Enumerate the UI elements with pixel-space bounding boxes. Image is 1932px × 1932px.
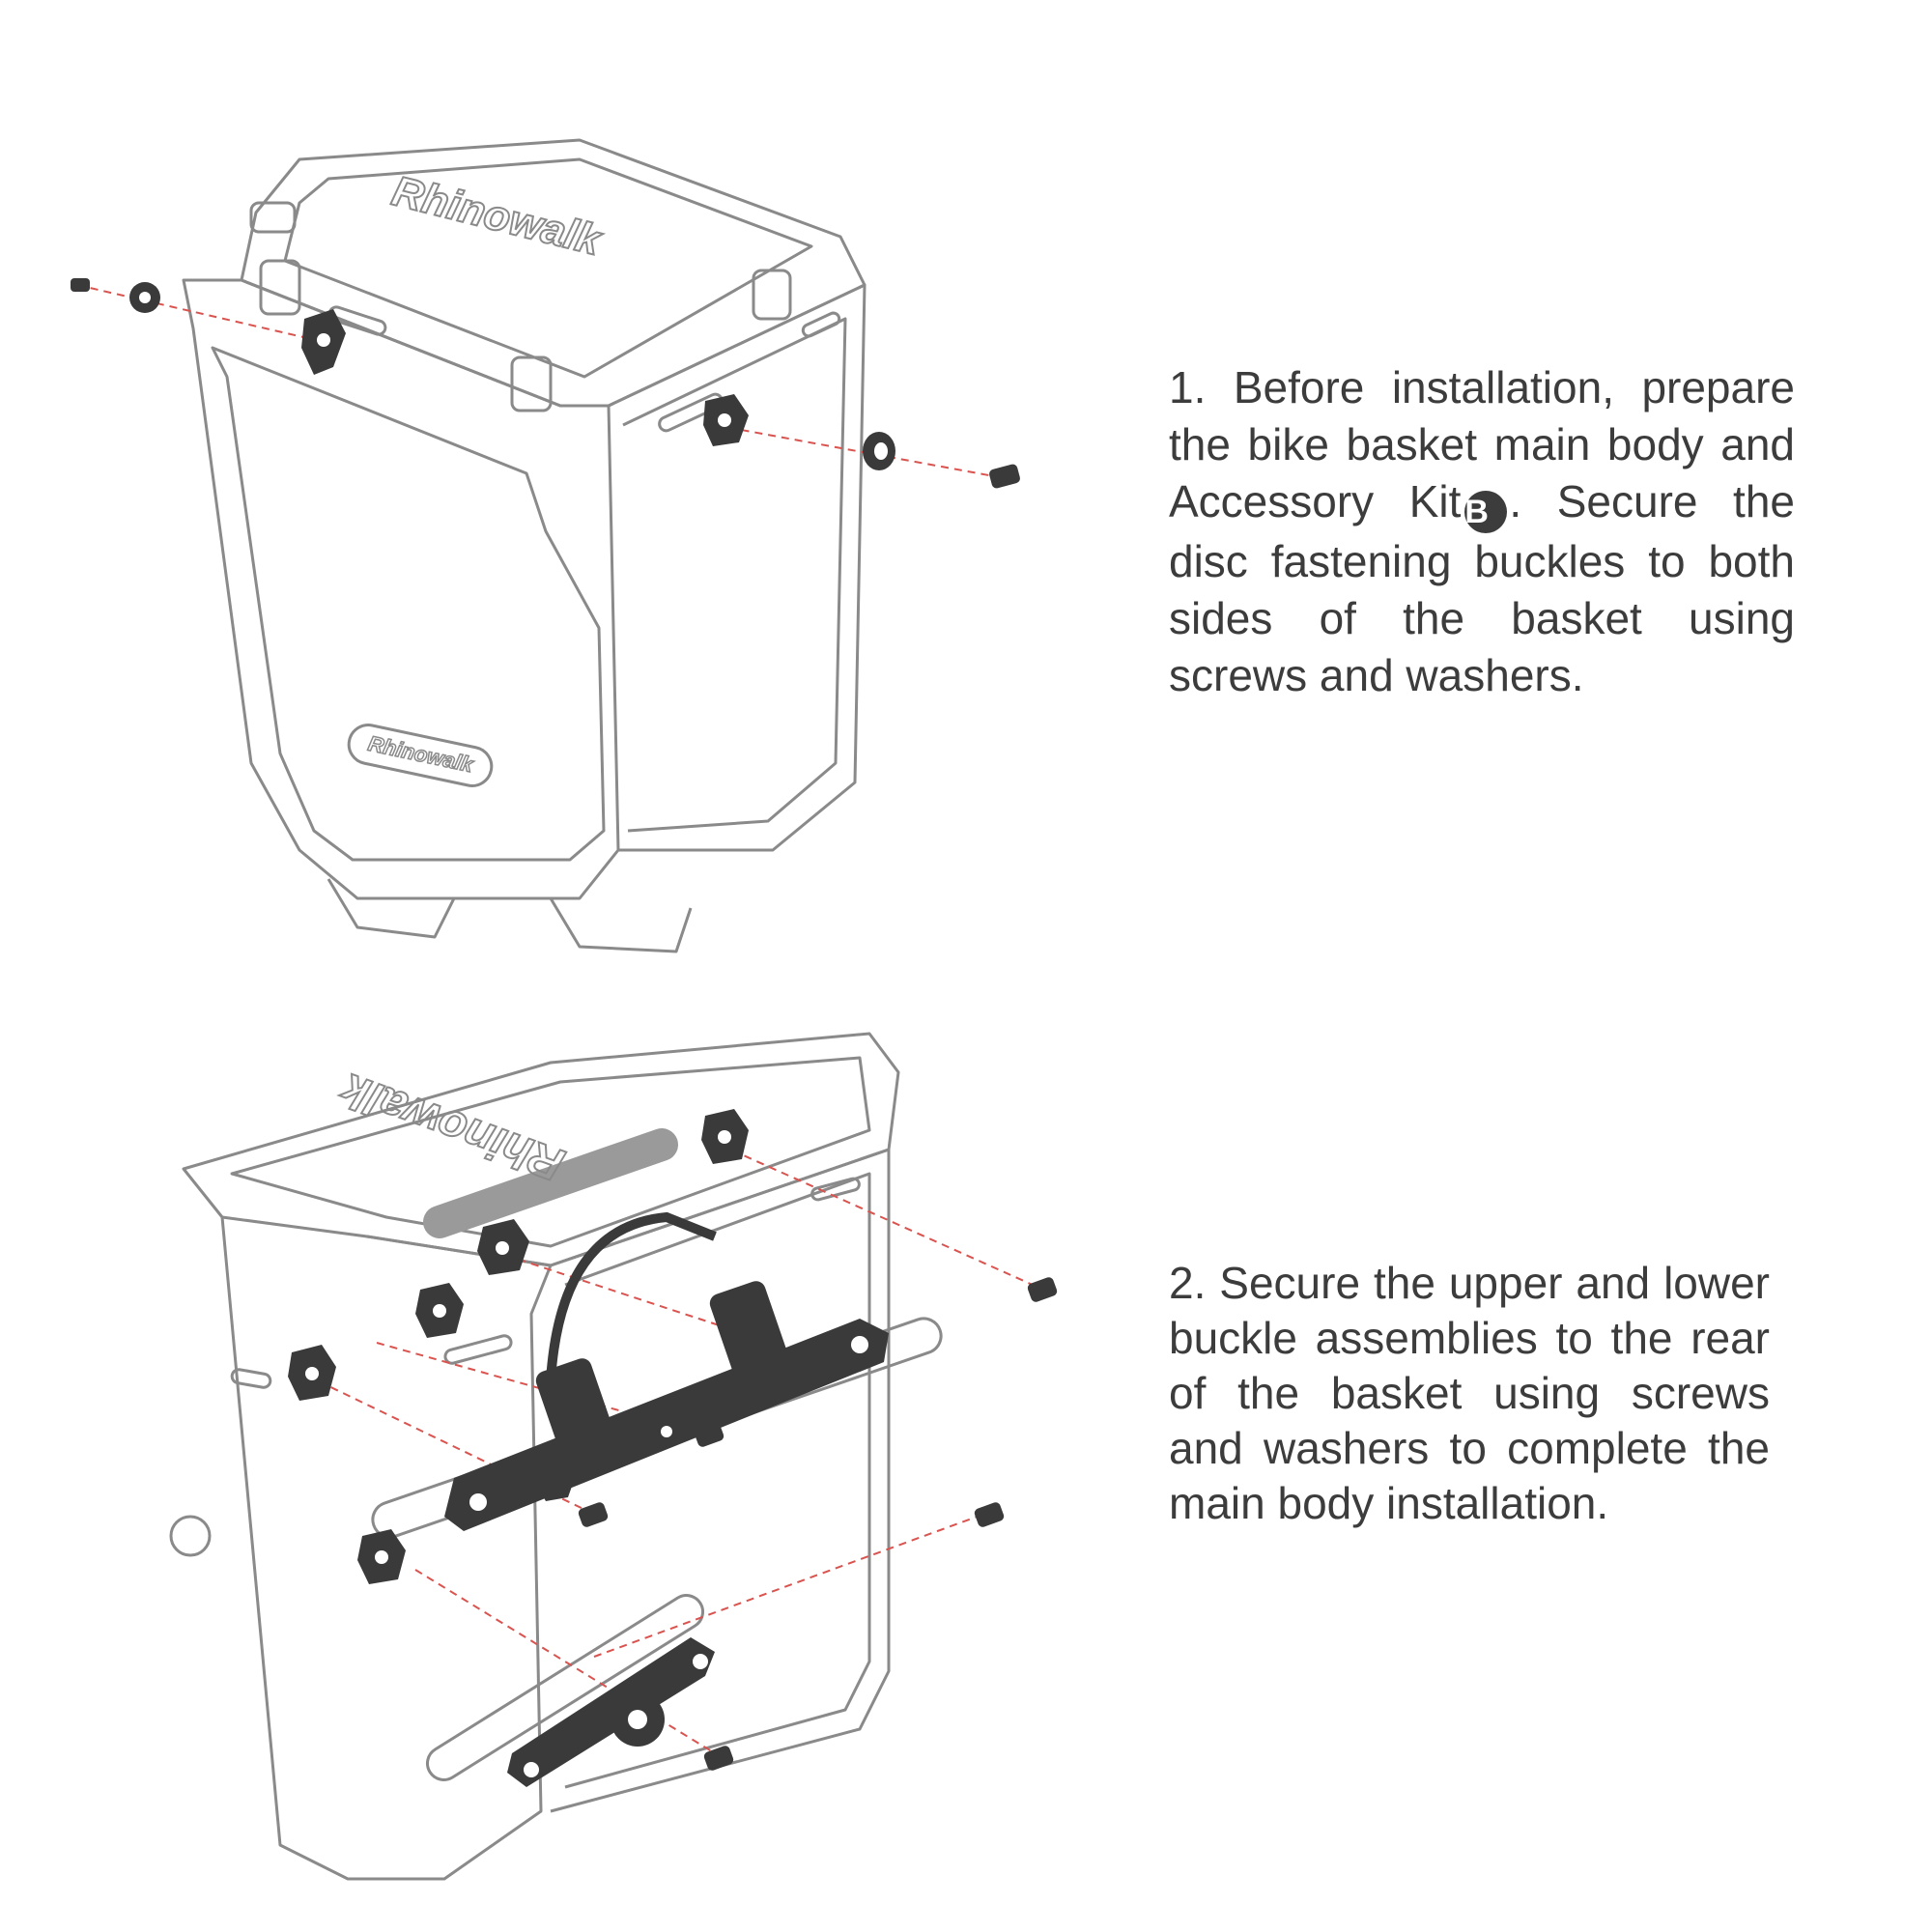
step1-text-after: . Secure the disc fastening buckles to b… bbox=[1169, 476, 1795, 700]
left-buckle-assembly bbox=[71, 278, 346, 375]
screw-1 bbox=[1027, 1277, 1058, 1302]
basket-body bbox=[182, 278, 620, 900]
upper-buckle-left bbox=[535, 1358, 624, 1482]
carry-handle-grip bbox=[423, 1128, 678, 1238]
right-buckle-assembly bbox=[703, 394, 1020, 489]
step2-instruction: 2. Secure the upper and lower buckle ass… bbox=[1169, 1256, 1770, 1531]
screw-3 bbox=[694, 1422, 724, 1447]
screw-4 bbox=[578, 1502, 609, 1527]
step1-basket-diagram: Rhinowalk Rhinowalk bbox=[71, 138, 1020, 953]
lower-buckle-bar bbox=[507, 1637, 715, 1787]
upper-loop-strap bbox=[546, 1211, 717, 1382]
lid-logo: Rhinowalk bbox=[387, 167, 608, 265]
screw-6 bbox=[703, 1746, 734, 1771]
left-screw bbox=[71, 278, 90, 292]
upper-buckle-right bbox=[709, 1281, 798, 1405]
rear-basket-body bbox=[182, 1168, 553, 1881]
side-knob bbox=[169, 1515, 212, 1557]
front-logo: Rhinowalk bbox=[366, 731, 477, 778]
screw-5 bbox=[974, 1502, 1005, 1527]
step1-text-before: 1. Before installation, prepare the bike… bbox=[1169, 362, 1795, 526]
step2-text: 2. Secure the upper and lower buckle ass… bbox=[1169, 1258, 1770, 1528]
screw-2 bbox=[800, 1345, 831, 1370]
step2-basket-diagram: Rhinowalk bbox=[169, 1032, 1058, 1881]
screws bbox=[578, 1277, 1058, 1771]
step1-instruction: 1. Before installation, prepare the bike… bbox=[1169, 359, 1795, 704]
rear-lid-logo: Rhinowalk bbox=[333, 1063, 571, 1191]
basket-logo-plate bbox=[347, 724, 494, 787]
right-screw bbox=[989, 464, 1020, 489]
accessory-kit-b-badge: B bbox=[1464, 491, 1508, 533]
lower-rail bbox=[425, 1594, 705, 1781]
